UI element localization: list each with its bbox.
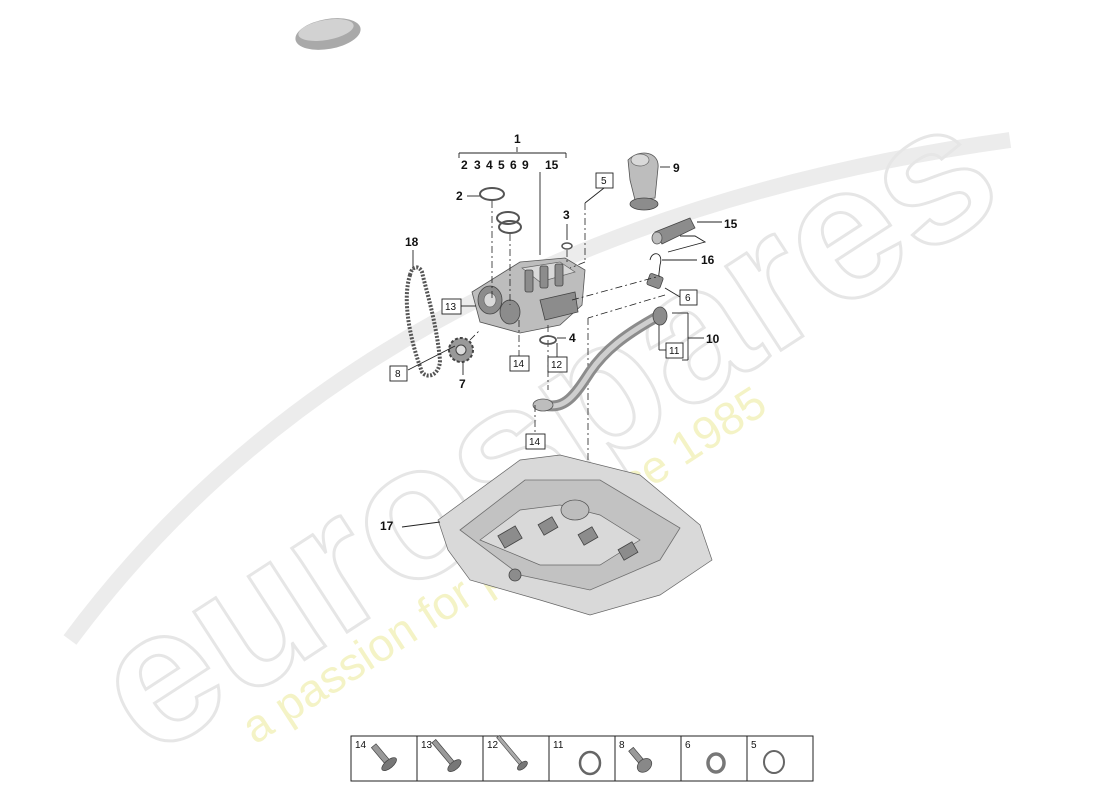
callout-7: 7: [459, 377, 466, 391]
callout-9: 9: [673, 161, 680, 175]
oil-pan-17-group: 17: [380, 454, 713, 616]
callout-4: 4: [569, 331, 576, 345]
box-11: 11: [669, 346, 680, 357]
o-ring-2b-icon: [496, 211, 520, 225]
callout-1: 1: [514, 132, 521, 146]
callout-17: 17: [380, 519, 394, 533]
o-ring-icon: [763, 750, 785, 774]
table-num-6: 6: [685, 740, 691, 751]
table-num-12: 12: [487, 740, 499, 751]
breather-9-group: 9: [627, 152, 680, 211]
o-ring-4-icon: [539, 335, 557, 345]
box-6: 6: [685, 293, 691, 304]
seal-ring-icon: [706, 752, 726, 774]
box-12: 12: [551, 360, 563, 371]
sensor-15-group: 15: [651, 217, 738, 253]
table-cell-13: [416, 735, 484, 782]
parts-table: 14 13 12 11 8 6 5: [350, 734, 814, 782]
table-num-11: 11: [553, 740, 564, 751]
callout-15: 15: [724, 217, 738, 231]
callout-2: 2: [456, 189, 463, 203]
box-14b-group: 14: [525, 405, 546, 450]
box-14b: 14: [529, 437, 541, 448]
callout-18: 18: [405, 235, 419, 249]
torx-bolt-icon: [628, 746, 653, 773]
logo-icon: [295, 18, 361, 50]
callout-1-group: 1 2 3 4 5 6 9 15: [458, 132, 567, 255]
box-14a-group: 14: [509, 320, 530, 372]
oil-pipe-10-group: 10 11: [532, 306, 720, 412]
chain-18-group: 18: [404, 235, 443, 378]
o-ring-4-group: 4 12: [539, 325, 576, 390]
table-num-13: 13: [421, 740, 433, 751]
table-cell-6: [680, 735, 748, 782]
callout-10: 10: [706, 332, 720, 346]
box-5: 5: [601, 176, 607, 187]
timing-chain-icon: [404, 265, 443, 378]
box-5-group: 5: [569, 172, 614, 269]
flange-bolt-icon: [370, 743, 397, 772]
callout-3: 3: [563, 208, 570, 222]
callout-1-sub-9: 9: [522, 158, 529, 172]
callout-1-sub-4: 4: [486, 158, 493, 172]
box-8: 8: [395, 369, 401, 380]
box-14a: 14: [513, 359, 525, 370]
o-ring-2-icon: [479, 187, 505, 201]
table-num-5: 5: [751, 740, 757, 751]
stud-bolt-icon: [496, 734, 528, 771]
callout-1-sub-6: 6: [510, 158, 517, 172]
oil-pump-body: [471, 257, 586, 334]
hose-16-group: 16: [571, 253, 715, 301]
callout-1-sub-3: 3: [474, 158, 481, 172]
callout-16: 16: [701, 253, 715, 267]
sprocket-7-group: 7 8: [389, 329, 481, 391]
o-ring-3-group: 3: [561, 208, 573, 265]
o-ring-icon: [578, 750, 602, 776]
box-13-group: 13: [441, 298, 476, 315]
table-cell-5: [746, 735, 814, 782]
box-13: 13: [445, 302, 457, 313]
callout-1-sub-5: 5: [498, 158, 505, 172]
callout-1-sub-15: 15: [545, 158, 559, 172]
callout-1-sub-2: 2: [461, 158, 468, 172]
long-bolt-icon: [431, 739, 462, 772]
table-num-14: 14: [355, 740, 367, 751]
table-num-8: 8: [619, 740, 625, 751]
o-ring-2c-icon: [498, 220, 522, 234]
o-ring-2-group: 2: [456, 187, 522, 305]
o-ring-3-icon: [561, 242, 573, 250]
